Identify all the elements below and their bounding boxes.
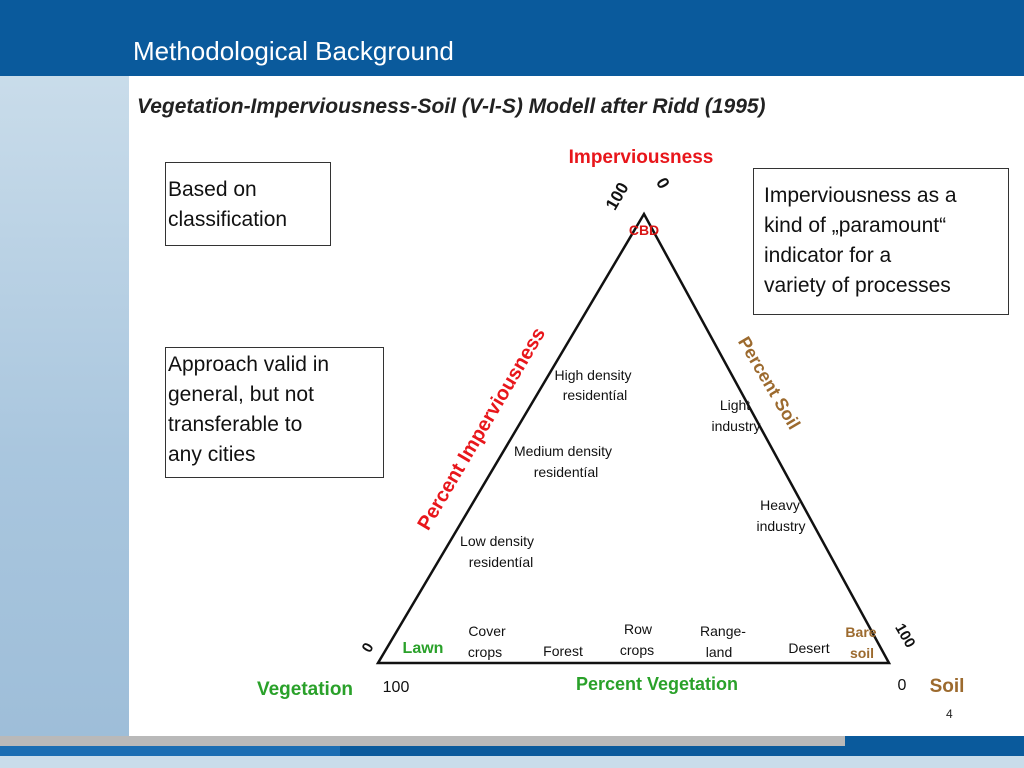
rangeland-label-line2: land — [706, 644, 732, 660]
slide-title: Methodological Background — [133, 36, 454, 66]
footer-bar-light — [0, 756, 1024, 768]
note-line: Imperviousness as a — [764, 184, 957, 207]
note-line: Based on — [168, 178, 257, 201]
apex-tick-100: 100 — [602, 179, 633, 213]
left-sidebar — [0, 76, 129, 768]
medium-density-label-line2: residentíal — [534, 464, 599, 480]
medium-density-label-line1: Medium density — [514, 443, 612, 459]
note-line: indicator for a — [764, 244, 892, 267]
footer-bar-blue — [0, 746, 1024, 756]
axis-label-percent-imperviousness: Percent Imperviousness — [414, 324, 551, 534]
bottom-tick-0: 0 — [898, 677, 907, 694]
note-box-approach: Approach valid in general, but not trans… — [165, 347, 384, 478]
high-density-label-line2: residentíal — [563, 387, 628, 403]
cbd-label: CBD — [629, 222, 659, 238]
apex-tick-0: 0 — [652, 174, 673, 192]
axis-label-percent-vegetation: Percent Vegetation — [576, 674, 738, 694]
forest-label: Forest — [543, 643, 583, 659]
low-density-label-line1: Low density — [460, 533, 534, 549]
note-box-imperviousness: Imperviousness as a kind of „paramount“ … — [753, 168, 1009, 315]
page-number: 4 — [946, 707, 953, 721]
note-line: any cities — [168, 443, 256, 466]
footer-accent-right — [845, 736, 1024, 746]
apex-title: Imperviousness — [569, 147, 714, 168]
low-density-label-line2: residentíal — [469, 554, 534, 570]
footer-accent-left — [0, 746, 340, 756]
heavy-industry-label-line2: industry — [756, 518, 805, 534]
title-bar: Methodological Background — [0, 0, 1024, 76]
vis-triangle — [375, 211, 892, 665]
footer-bar-grey — [0, 736, 1024, 746]
cover-crops-label-line2: crops — [468, 644, 502, 660]
lawn-label: Lawn — [403, 640, 444, 657]
bare-soil-label-line1: Bare — [845, 624, 876, 640]
heavy-industry-label-line1: Heavy — [760, 497, 800, 513]
note-box-classification: Based on classification — [165, 162, 331, 246]
high-density-label-line1: High density — [554, 367, 631, 383]
note-line: classification — [168, 208, 288, 231]
right-tick-100: 100 — [891, 621, 918, 651]
cover-crops-label-line1: Cover — [468, 623, 506, 639]
light-industry-label-line2: industry — [711, 418, 760, 434]
rangeland-label-line1: Range- — [700, 623, 746, 639]
note-line: variety of processes — [764, 274, 951, 297]
note-line: transferable to — [168, 413, 303, 436]
soil-corner-title: Soil — [930, 676, 965, 697]
bare-soil-label-line2: soil — [850, 645, 874, 661]
left-tick-0: 0 — [359, 640, 378, 656]
note-line: kind of „paramount“ — [764, 214, 947, 237]
note-line: general, but not — [168, 383, 314, 406]
vegetation-corner-title: Vegetation — [257, 679, 353, 700]
bottom-tick-100: 100 — [383, 679, 410, 696]
row-crops-label-line2: crops — [620, 642, 654, 658]
slide-subtitle: Vegetation-Imperviousness-Soil (V-I-S) M… — [137, 95, 766, 118]
desert-label: Desert — [788, 640, 829, 656]
light-industry-label-line1: Light — [720, 397, 750, 413]
footer-bars — [0, 736, 1024, 768]
row-crops-label-line1: Row — [624, 621, 653, 637]
note-line: Approach valid in — [168, 353, 330, 376]
